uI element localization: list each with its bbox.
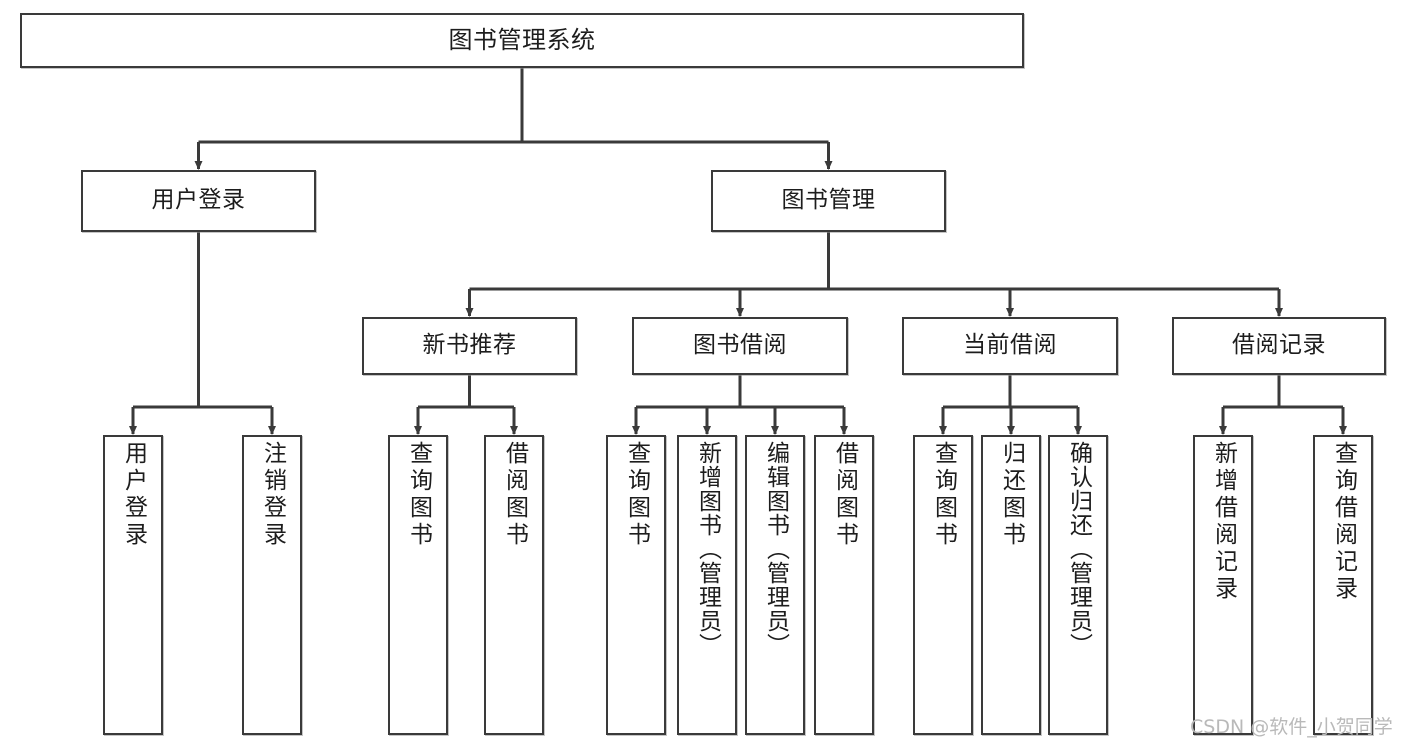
csdn-watermark: CSDN @软件_小贺同学 [1190, 716, 1393, 738]
node-leaf-8[interactable]: 借阅图书 [814, 435, 874, 735]
node-leaf-12[interactable]: 新增借阅记录 [1193, 435, 1253, 735]
node-label: 查询借阅记录 [1330, 441, 1357, 603]
node-label: 编辑图书（管理员） [762, 441, 789, 657]
node-user-login[interactable]: 用户登录 [81, 170, 316, 232]
node-label: 图书借阅 [693, 332, 787, 359]
node-leaf-4[interactable]: 借阅图书 [484, 435, 544, 735]
node-label: 归还图书 [998, 441, 1025, 549]
node-leaf-9[interactable]: 查询图书 [913, 435, 973, 735]
node-leaf-11[interactable]: 确认归还（管理员） [1048, 435, 1108, 735]
node-leaf-3[interactable]: 查询图书 [388, 435, 448, 735]
node-label: 查询图书 [623, 441, 650, 549]
node-label: 新书推荐 [422, 332, 517, 359]
node-label: 图书管理系统 [448, 26, 596, 55]
node-label: 确认归还（管理员） [1065, 441, 1092, 657]
node-label: 新增借阅记录 [1210, 441, 1237, 603]
node-label: 借阅图书 [501, 441, 528, 549]
node-label: 借阅图书 [831, 441, 858, 549]
node-label: 用户登录 [151, 187, 246, 214]
node-book-borrow[interactable]: 图书借阅 [632, 317, 848, 375]
node-root[interactable]: 图书管理系统 [20, 13, 1024, 68]
node-leaf-2[interactable]: 注销登录 [242, 435, 302, 735]
node-label: 用户登录 [120, 441, 147, 549]
node-label: 当前借阅 [963, 332, 1057, 359]
node-borrow-log[interactable]: 借阅记录 [1172, 317, 1386, 375]
node-label: 查询图书 [930, 441, 957, 549]
node-label: 查询图书 [405, 441, 432, 549]
node-cur-borrow[interactable]: 当前借阅 [902, 317, 1118, 375]
node-leaf-5[interactable]: 查询图书 [606, 435, 666, 735]
node-new-book-rec[interactable]: 新书推荐 [362, 317, 577, 375]
node-leaf-7[interactable]: 编辑图书（管理员） [745, 435, 805, 735]
node-label: 图书管理 [781, 187, 876, 214]
node-label: 新增图书（管理员） [694, 441, 721, 657]
node-label: 注销登录 [259, 441, 286, 549]
node-leaf-13[interactable]: 查询借阅记录 [1313, 435, 1373, 735]
node-leaf-6[interactable]: 新增图书（管理员） [677, 435, 737, 735]
node-label: 借阅记录 [1232, 332, 1326, 359]
node-leaf-1[interactable]: 用户登录 [103, 435, 163, 735]
node-book-mgmt[interactable]: 图书管理 [711, 170, 946, 232]
node-leaf-10[interactable]: 归还图书 [981, 435, 1041, 735]
